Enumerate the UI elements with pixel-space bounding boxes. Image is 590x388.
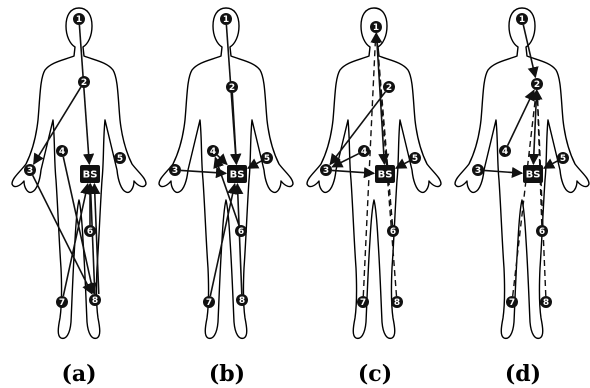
sensor-node-4: 4 xyxy=(499,145,511,157)
sensor-node-1: 1 xyxy=(370,21,382,33)
sensor-node-4-label: 4 xyxy=(59,147,65,157)
base-station-label: BS xyxy=(83,170,98,181)
sensor-node-8: 8 xyxy=(540,296,552,308)
sensor-node-6-label: 6 xyxy=(390,227,396,237)
edge-8-to-BS xyxy=(237,184,241,294)
sensor-node-1-label: 1 xyxy=(519,15,525,25)
sensor-node-2-label: 2 xyxy=(81,78,87,88)
sensor-node-5-label: 5 xyxy=(264,154,270,164)
edge-2-to-BS xyxy=(533,90,536,164)
sensor-node-3: 3 xyxy=(320,164,332,176)
sensor-node-5-label: 5 xyxy=(560,154,566,164)
edge-1-to-2 xyxy=(523,25,535,77)
base-station-node: BS xyxy=(523,165,543,183)
base-station-node: BS xyxy=(375,165,395,183)
base-station-label: BS xyxy=(230,170,245,181)
panel-d: BS 1 2 3 4 5 6 7 8 xyxy=(455,8,589,338)
base-station-label: BS xyxy=(526,170,541,181)
sensor-node-3: 3 xyxy=(472,164,484,176)
nodes: BS 1 2 3 4 5 6 7 8 xyxy=(24,13,126,308)
sensor-node-6-label: 6 xyxy=(87,227,93,237)
sensor-node-4-label: 4 xyxy=(361,147,367,157)
sensor-node-1-label: 1 xyxy=(223,15,229,25)
sensor-node-2-label: 2 xyxy=(534,80,540,90)
caption-a: (a) xyxy=(61,361,96,387)
sensor-node-4-label: 4 xyxy=(502,147,508,157)
sensor-node-8-label: 8 xyxy=(239,296,245,306)
sensor-node-7-label: 7 xyxy=(59,298,65,308)
edge-6-to-2 xyxy=(537,91,542,225)
caption-d: (d) xyxy=(505,361,541,387)
sensor-node-7: 7 xyxy=(56,296,68,308)
sensor-node-7: 7 xyxy=(506,296,518,308)
edge-4-to-2 xyxy=(508,90,534,145)
sensor-node-6: 6 xyxy=(387,225,399,237)
edge-7-to-BS xyxy=(210,184,235,296)
sensor-node-4: 4 xyxy=(358,145,370,157)
sensor-node-4-label: 4 xyxy=(210,147,216,157)
sensor-node-3-label: 3 xyxy=(172,166,178,176)
sensor-node-7: 7 xyxy=(203,296,215,308)
sensor-node-2: 2 xyxy=(78,76,90,88)
sensor-node-3: 3 xyxy=(24,164,36,176)
edge-2-to-BS xyxy=(232,93,236,164)
sensor-node-6: 6 xyxy=(84,225,96,237)
sensor-node-3-label: 3 xyxy=(27,166,33,176)
base-station-node: BS xyxy=(227,165,247,183)
panel-b: BS 1 2 3 4 5 6 7 8 xyxy=(159,8,293,338)
edge-4-to-BS xyxy=(217,155,227,164)
base-station-label: BS xyxy=(378,170,393,181)
sensor-node-5-label: 5 xyxy=(412,154,418,164)
sensor-node-1: 1 xyxy=(73,13,85,25)
sensor-node-2-label: 2 xyxy=(386,83,392,93)
sensor-node-1-label: 1 xyxy=(76,15,82,25)
edge-7-to-2 xyxy=(513,91,537,296)
sensor-node-8: 8 xyxy=(391,296,403,308)
sensor-node-2-label: 2 xyxy=(229,83,235,93)
sensor-node-7-label: 7 xyxy=(206,298,212,308)
edge-8-to-BS xyxy=(90,184,94,294)
sensor-node-6: 6 xyxy=(536,225,548,237)
sensor-node-7-label: 7 xyxy=(360,298,366,308)
sensor-node-6-label: 6 xyxy=(539,227,545,237)
caption-b: (b) xyxy=(209,361,245,387)
caption-c: (c) xyxy=(358,361,392,387)
sensor-node-6: 6 xyxy=(235,225,247,237)
sensor-node-8-label: 8 xyxy=(394,298,400,308)
sensor-node-1: 1 xyxy=(220,13,232,25)
sensor-node-3: 3 xyxy=(169,164,181,176)
sensor-node-4: 4 xyxy=(56,145,68,157)
edge-3-to-BS xyxy=(484,170,522,173)
sensor-node-8: 8 xyxy=(89,294,101,306)
edge-3-to-BS xyxy=(332,170,374,173)
panel-c: BS 1 2 3 4 5 6 7 8 xyxy=(307,8,441,338)
sensor-node-1-label: 1 xyxy=(373,23,379,33)
sensor-node-8-label: 8 xyxy=(543,298,549,308)
sensor-node-3-label: 3 xyxy=(323,166,329,176)
sensor-node-8-label: 8 xyxy=(92,296,98,306)
edge-6-to-1 xyxy=(377,34,393,225)
panel-a: BS 1 2 3 4 5 6 7 8 xyxy=(12,8,146,338)
sensor-node-7-label: 7 xyxy=(509,298,515,308)
sensor-node-6-label: 6 xyxy=(238,227,244,237)
sensor-node-2: 2 xyxy=(226,81,238,93)
base-station-node: BS xyxy=(80,165,100,183)
sensor-node-5-label: 5 xyxy=(117,154,123,164)
sensor-node-2: 2 xyxy=(531,78,543,90)
sensor-node-3-label: 3 xyxy=(475,166,481,176)
sensor-node-1: 1 xyxy=(516,13,528,25)
sensor-node-8: 8 xyxy=(236,294,248,306)
